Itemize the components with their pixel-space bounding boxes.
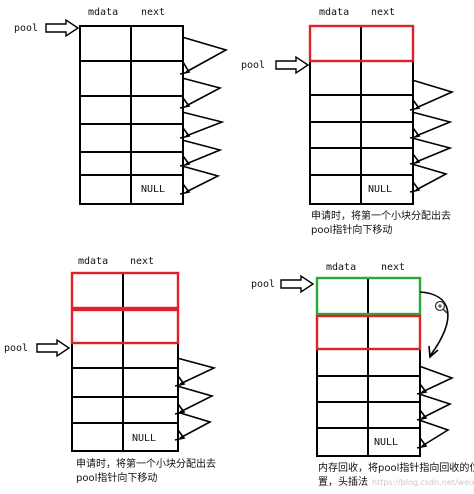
caption-line-1: 申请时，将第一个小块分配出去 (311, 209, 451, 222)
next-pointer-arrows (174, 357, 217, 441)
col-header-mdata: mdata (88, 7, 118, 18)
allocated-block-highlight (315, 314, 422, 351)
next-pointer-arrows (416, 291, 455, 449)
pool-label: pool (14, 23, 38, 34)
col-header-mdata: mdata (78, 256, 108, 267)
panel-recycle: mdata next pool NULL 内存回收，将pool指针指向回收的位 … (251, 262, 474, 488)
col-header-next: next (130, 256, 154, 267)
null-terminator: NULL (141, 184, 165, 195)
watermark: https://blog.csdn.net/weixin_42423872 (372, 478, 474, 487)
col-header-next: next (381, 262, 405, 273)
pool-label: pool (4, 343, 28, 354)
pool-pointer-arrow-icon (275, 55, 310, 75)
pool-block-list (71, 272, 179, 452)
pool-pointer-arrow-icon (36, 338, 71, 358)
pool-pointer-arrow-icon (280, 274, 315, 294)
null-terminator: NULL (368, 184, 392, 195)
panel-initial: mdata next pool NULL (14, 7, 229, 205)
pool-pointer-arrow-icon (45, 18, 80, 38)
recycled-block-highlight (315, 276, 422, 316)
allocated-block-highlight (70, 271, 180, 310)
col-header-next: next (141, 7, 165, 18)
col-header-mdata: mdata (326, 262, 356, 273)
caption-line-1: 申请时，将第一个小块分配出去 (76, 457, 216, 470)
next-pointer-arrows (179, 36, 229, 195)
panel-allocate-second: mdata next pool NULL 申请时，将第一个小块分配出去 pool… (4, 256, 217, 484)
null-terminator: NULL (374, 437, 398, 448)
null-terminator: NULL (132, 433, 156, 444)
magnifier-plus-icon (434, 300, 448, 314)
caption-line-2: pool指针向下移动 (76, 471, 157, 484)
allocated-block-highlight (70, 308, 180, 345)
caption-line-2: pool指针向下移动 (311, 223, 392, 236)
panel-allocate-first: mdata next pool NULL 申请时，将第一个小块分配出去 pool… (241, 7, 455, 236)
allocated-block-highlight (308, 24, 415, 63)
pool-label: pool (251, 279, 275, 290)
pool-label: pool (241, 60, 265, 71)
caption-line-2: 置，头插法 (318, 475, 368, 488)
caption-line-1: 内存回收，将pool指针指向回收的位 (318, 461, 474, 474)
col-header-next: next (371, 7, 395, 18)
col-header-mdata: mdata (319, 7, 349, 18)
next-pointer-arrows (409, 79, 455, 193)
